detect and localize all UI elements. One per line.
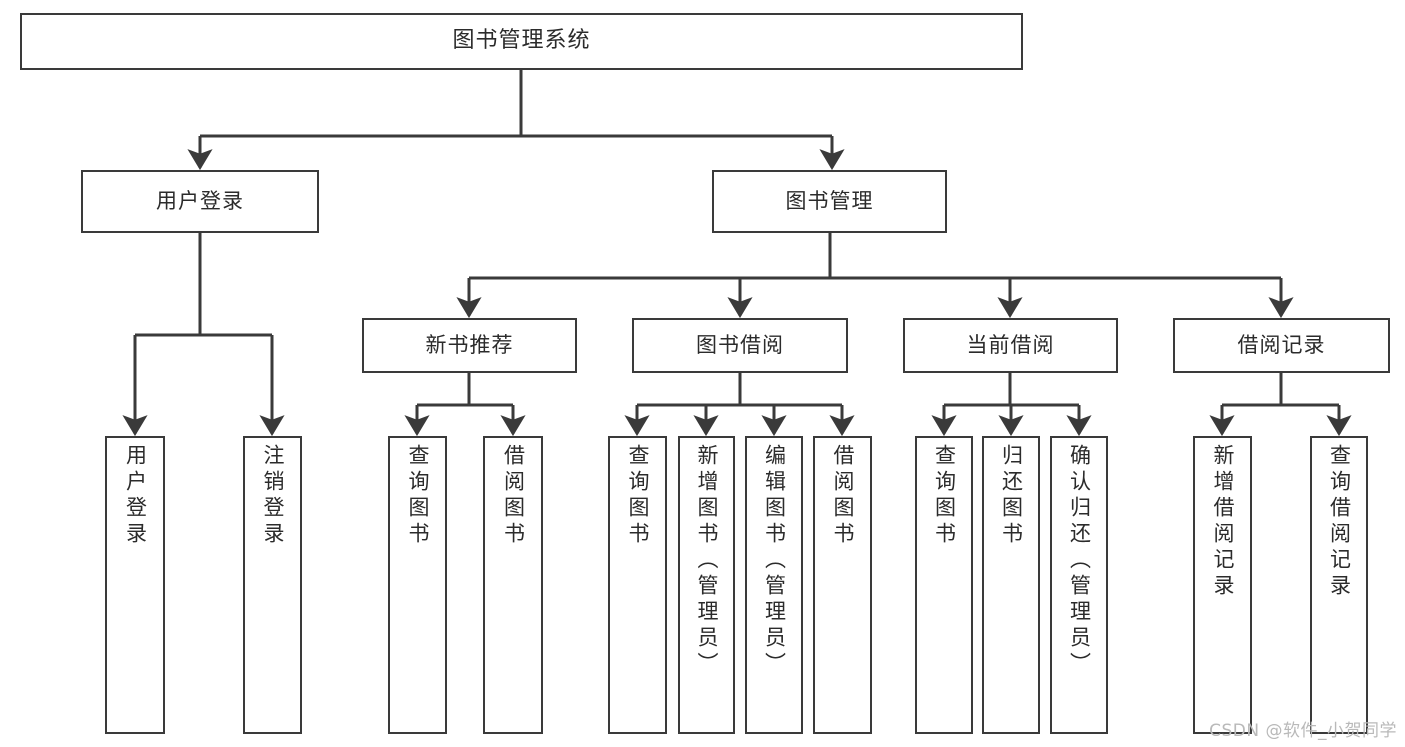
node-leaf-borrow-book-a[interactable]: 借阅图书 xyxy=(483,436,543,734)
node-leaf-edit-book-label: 编辑图书（管理员） xyxy=(762,444,787,678)
node-leaf-add-book[interactable]: 新增图书（管理员） xyxy=(678,436,735,734)
node-leaf-add-record-label: 新增借阅记录 xyxy=(1211,444,1235,600)
node-user-login-label: 用户登录 xyxy=(156,188,244,213)
node-leaf-query-book-c-label: 查询图书 xyxy=(932,444,957,548)
node-leaf-borrow-book-b-label: 借阅图书 xyxy=(831,444,855,548)
node-leaf-user-login-label: 用户登录 xyxy=(123,444,148,548)
node-leaf-query-book-c[interactable]: 查询图书 xyxy=(915,436,973,734)
node-root-label: 图书管理系统 xyxy=(452,28,591,54)
node-leaf-edit-book[interactable]: 编辑图书（管理员） xyxy=(745,436,803,734)
node-leaf-confirm-return-label: 确认归还（管理员） xyxy=(1067,444,1092,678)
node-user-login[interactable]: 用户登录 xyxy=(81,170,319,233)
node-new-book-recommend[interactable]: 新书推荐 xyxy=(362,318,577,373)
node-leaf-query-book-a-label: 查询图书 xyxy=(406,444,430,548)
node-borrow-record-label: 借阅记录 xyxy=(1237,332,1326,357)
node-book-borrow-label: 图书借阅 xyxy=(696,332,784,357)
node-leaf-confirm-return[interactable]: 确认归还（管理员） xyxy=(1050,436,1108,734)
node-leaf-return-book-label: 归还图书 xyxy=(999,444,1024,548)
node-leaf-user-login[interactable]: 用户登录 xyxy=(105,436,165,734)
node-book-management[interactable]: 图书管理 xyxy=(712,170,947,233)
node-leaf-user-logout-label: 注销登录 xyxy=(261,444,285,548)
node-leaf-query-book-b[interactable]: 查询图书 xyxy=(608,436,667,734)
node-root[interactable]: 图书管理系统 xyxy=(20,13,1023,70)
node-current-borrow[interactable]: 当前借阅 xyxy=(903,318,1118,373)
node-current-borrow-label: 当前借阅 xyxy=(966,332,1055,357)
node-leaf-borrow-book-b[interactable]: 借阅图书 xyxy=(813,436,872,734)
node-new-book-recommend-label: 新书推荐 xyxy=(425,332,514,357)
node-leaf-add-record[interactable]: 新增借阅记录 xyxy=(1193,436,1252,734)
node-leaf-borrow-book-a-label: 借阅图书 xyxy=(501,444,526,548)
node-leaf-add-book-label: 新增图书（管理员） xyxy=(695,444,719,678)
node-leaf-query-book-a[interactable]: 查询图书 xyxy=(388,436,447,734)
node-leaf-query-book-b-label: 查询图书 xyxy=(626,444,650,548)
node-leaf-user-logout[interactable]: 注销登录 xyxy=(243,436,302,734)
node-leaf-query-record[interactable]: 查询借阅记录 xyxy=(1310,436,1368,734)
node-borrow-record[interactable]: 借阅记录 xyxy=(1173,318,1390,373)
node-leaf-return-book[interactable]: 归还图书 xyxy=(982,436,1040,734)
node-book-management-label: 图书管理 xyxy=(785,188,874,213)
node-book-borrow[interactable]: 图书借阅 xyxy=(632,318,848,373)
node-leaf-query-record-label: 查询借阅记录 xyxy=(1327,444,1352,600)
